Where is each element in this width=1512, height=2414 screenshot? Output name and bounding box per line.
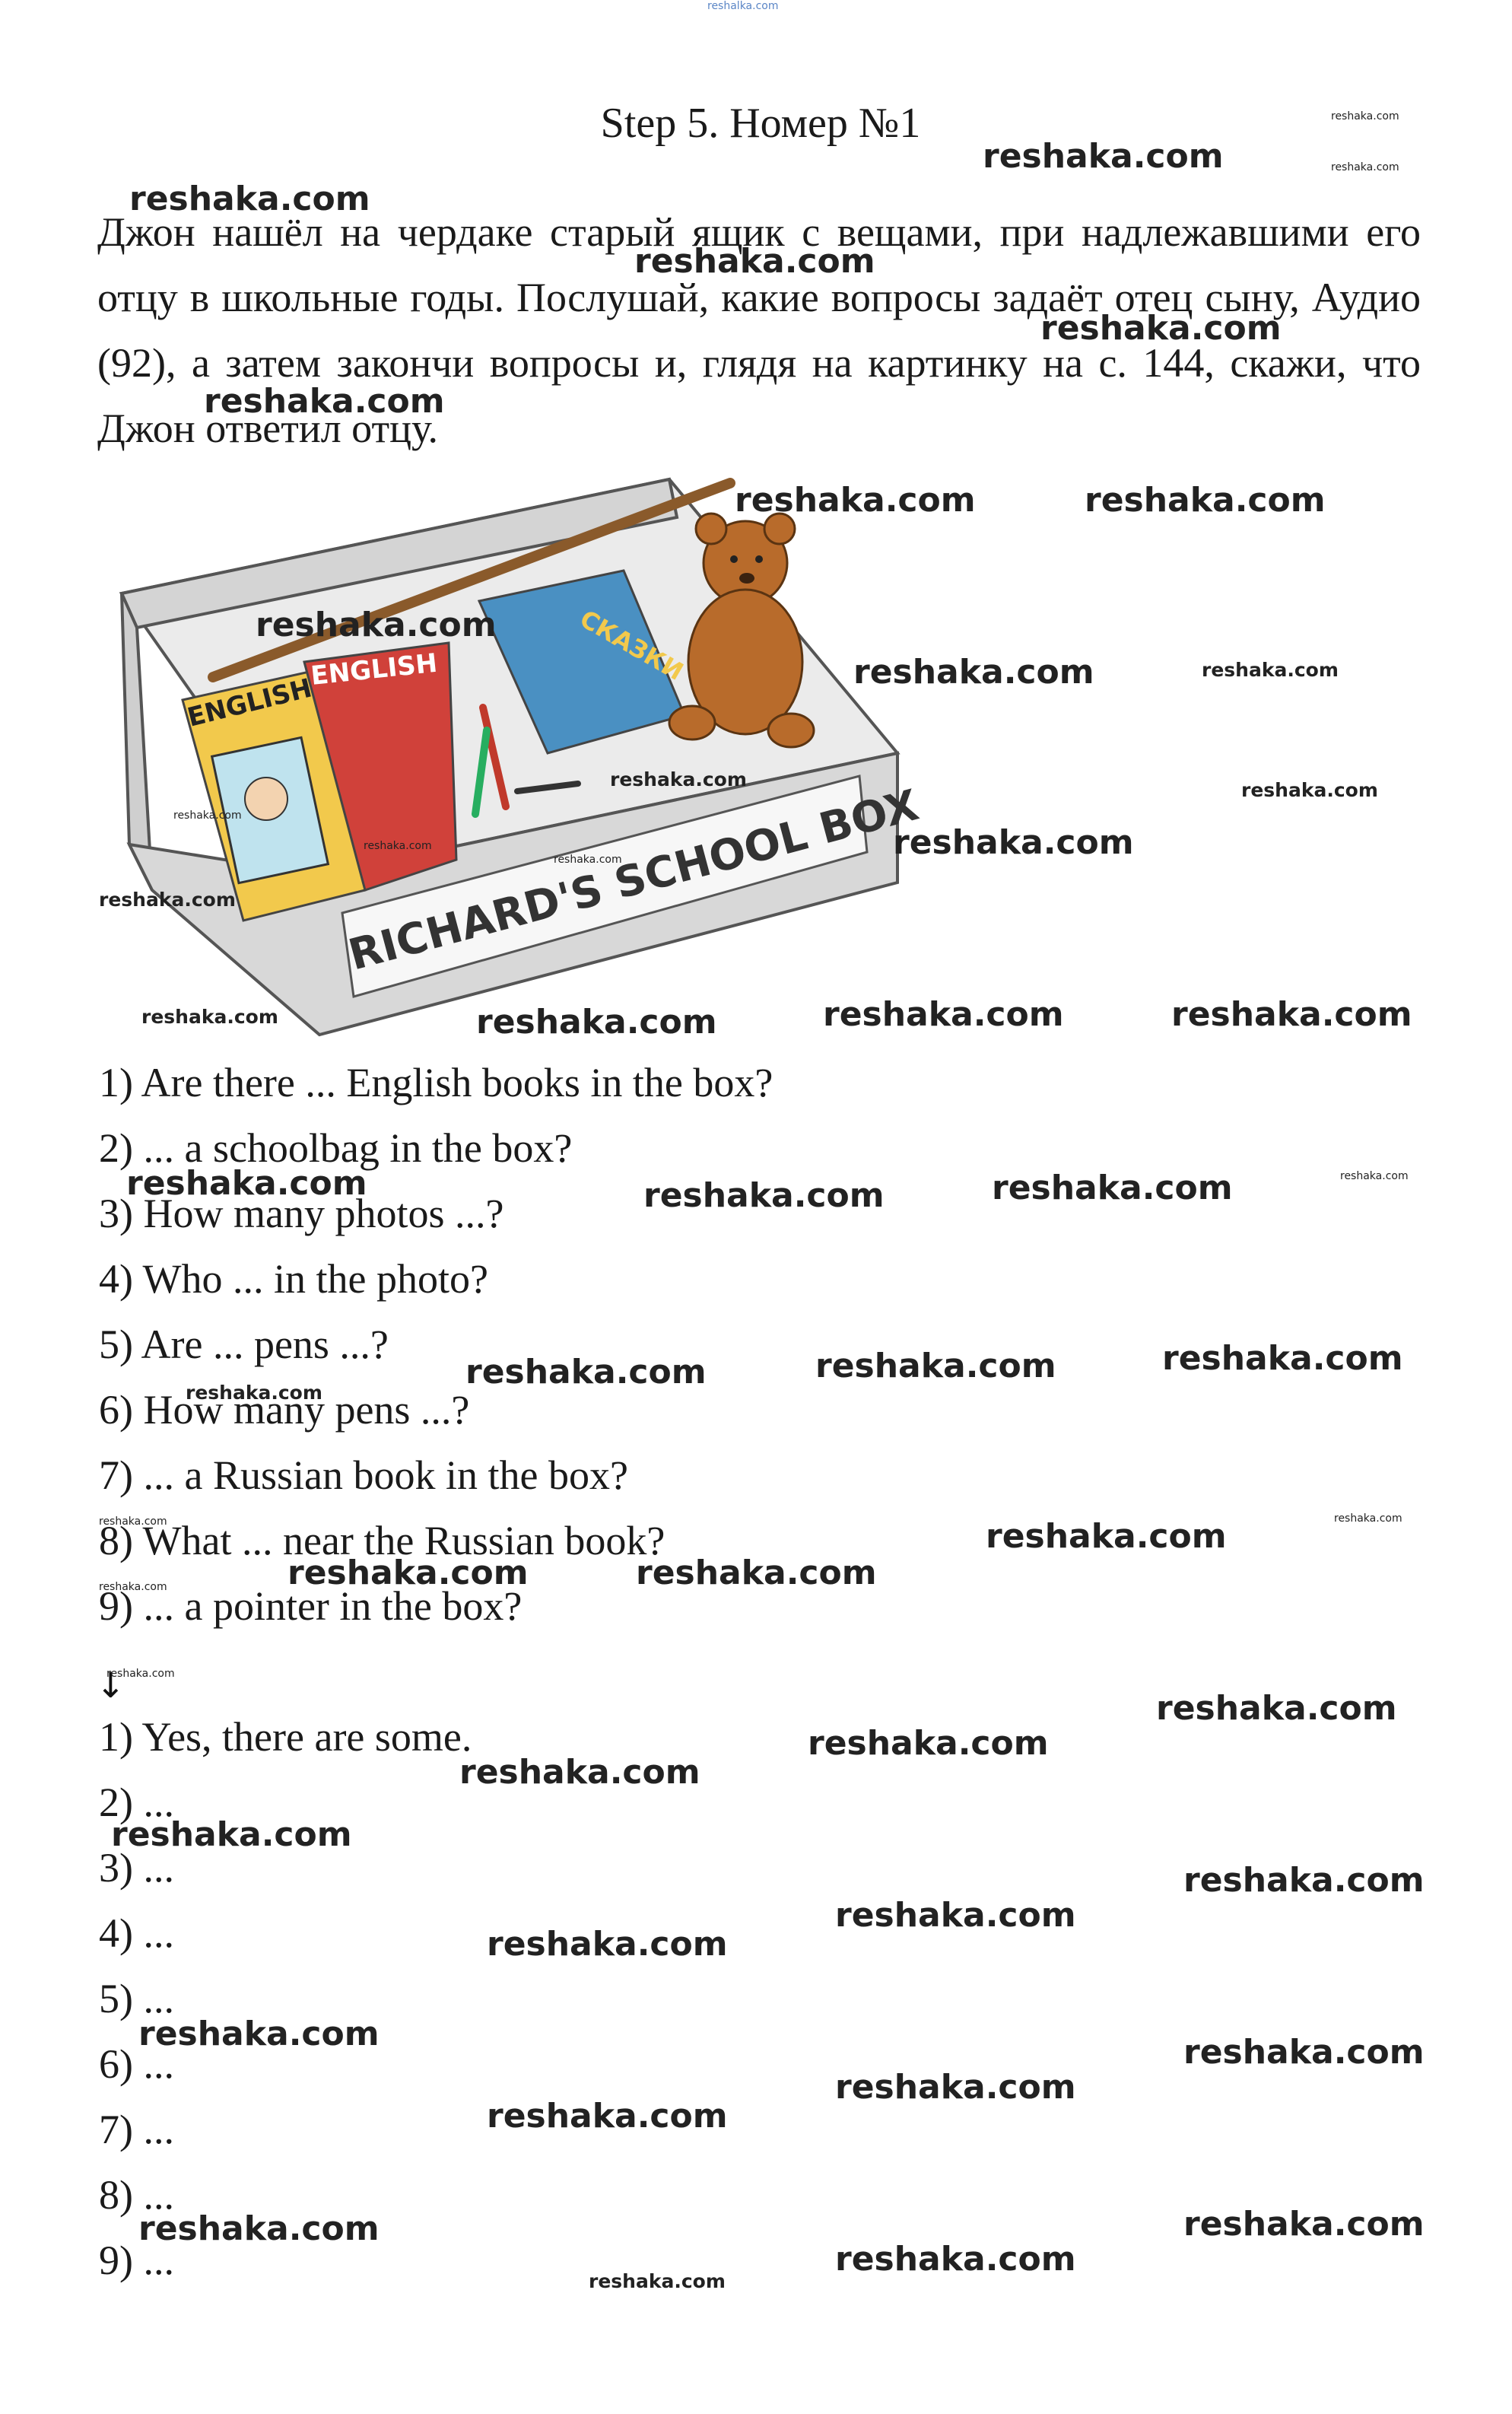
teddy-bear [668,512,815,749]
watermark: reshaka.com [106,1668,175,1680]
watermark: reshaka.com [610,768,747,790]
pen-green [472,727,491,818]
watermark: reshaka.com [1085,481,1326,520]
answer-8: 8) ... [99,2172,174,2218]
watermark: reshaka.com [554,854,622,866]
watermark: reshaka.com [1241,779,1378,801]
question-7: 7) ... a Russian book in the box? [99,1452,628,1498]
watermark: reshaka.com [815,1347,1056,1385]
photo-face [244,777,288,821]
watermark: reshaka.com [643,1176,885,1215]
watermark: reshaka.com [992,1169,1233,1207]
watermark: reshaka.com [1331,110,1399,122]
watermark: reshaka.com [983,137,1224,176]
down-arrow-icon: ↓ [96,1665,125,1706]
answer-6: 6) ... [99,2041,174,2087]
watermark: reshaka.com [129,180,370,218]
answer-5: 5) ... [99,1976,174,2021]
watermark: reshaka.com [287,1554,529,1592]
watermark: reshaka.com [853,653,1094,692]
watermark: reshaka.com [138,2015,380,2053]
watermark: reshaka.com [634,242,875,281]
watermark: reshaka.com [1334,1512,1402,1525]
watermark: reshaka.com [835,1896,1076,1935]
watermark: reshaka.com [99,1581,167,1593]
watermark: reshaka.com [465,1353,707,1391]
watermark: reshaka.com [1183,1861,1425,1900]
watermark: reshaka.com [186,1382,322,1404]
watermark: reshaka.com [99,889,236,911]
question-8: 8) What ... near the Russian book? [99,1518,665,1563]
question-4: 4) Who ... in the photo? [99,1256,488,1302]
school-box-illustration: RICHARD'S SCHOOL BOX ENGLISH ENGLISH СКА… [119,477,923,1037]
watermark: reshaka.com [1340,1170,1409,1182]
question-9: 9) ... a pointer in the box? [99,1583,523,1629]
answer-1: 1) Yes, there are some. [99,1714,472,1760]
answer-9: 9) ... [99,2237,174,2283]
answer-7: 7) ... [99,2107,174,2152]
question-1: 1) Are there ... English books in the bo… [99,1060,773,1105]
watermark: reshaka.com [364,840,432,852]
watermark: reshaka.com [808,1724,1049,1763]
watermark: reshaka.com [1331,161,1399,173]
pen-red [479,704,510,810]
pen-black [514,781,581,794]
watermark: reshaka.com [459,1753,700,1792]
question-5: 5) Are ... pens ...? [99,1321,389,1367]
watermark: reshaka.com [1171,995,1412,1034]
english-book-2 [303,641,458,892]
watermark: reshaka.com [986,1517,1227,1556]
watermark: reshaka.com [1202,659,1339,681]
answer-3: 3) ... [99,1845,174,1891]
watermark: reshaka.com [126,1164,367,1203]
pointer-stick [208,478,735,682]
page-title: Step 5. Номер №1 [600,100,921,147]
watermark: reshaka.com [111,1815,352,1854]
watermark: reshaka.com [173,809,242,822]
watermark: reshaka.com [487,1925,728,1964]
watermark: reshaka.com [487,2097,728,2136]
watermark: reshaka.com [1156,1689,1397,1728]
top-watermark: reshalka.com [707,0,779,12]
watermark: reshaka.com [893,823,1134,862]
watermark: reshaka.com [589,2270,726,2292]
watermark: reshaka.com [99,1516,167,1528]
watermark: reshaka.com [823,995,1064,1034]
watermark: reshaka.com [1183,2205,1425,2244]
watermark: reshaka.com [636,1554,877,1592]
watermark: reshaka.com [1162,1339,1403,1378]
question-2: 2) ... a schoolbag in the box? [99,1125,573,1171]
watermark: reshaka.com [1040,309,1282,348]
watermark: reshaka.com [1183,2033,1425,2072]
watermark: reshaka.com [141,1006,278,1028]
question-6: 6) How many pens ...? [99,1387,470,1433]
answer-2: 2) ... [99,1779,174,1825]
watermark: reshaka.com [835,2240,1076,2279]
watermark: reshaka.com [835,2068,1076,2107]
watermark: reshaka.com [256,606,497,644]
box-label-plate [341,774,869,998]
watermark: reshaka.com [476,1003,717,1042]
intro-paragraph: Джон нашёл на чердаке старый ящик с веща… [97,209,1421,451]
watermark: reshaka.com [735,481,976,520]
question-3: 3) How many photos ...? [99,1191,504,1236]
answer-4: 4) ... [99,1910,174,1956]
watermark: reshaka.com [138,2209,380,2248]
watermark: reshaka.com [204,382,445,421]
